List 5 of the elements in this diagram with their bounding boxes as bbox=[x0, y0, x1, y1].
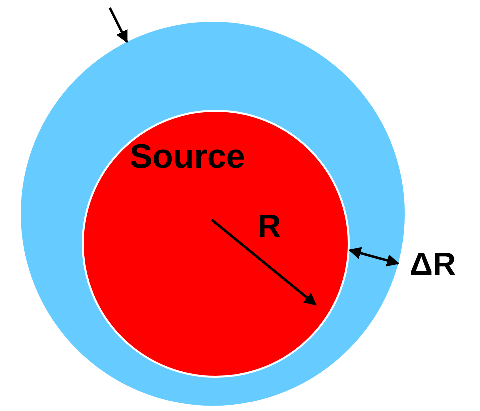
node-label: Source bbox=[130, 140, 246, 174]
dimension-label: ΔR bbox=[410, 248, 456, 280]
arrow bbox=[348, 247, 400, 267]
dimension-label: R bbox=[258, 210, 282, 242]
arrow bbox=[108, 7, 128, 44]
